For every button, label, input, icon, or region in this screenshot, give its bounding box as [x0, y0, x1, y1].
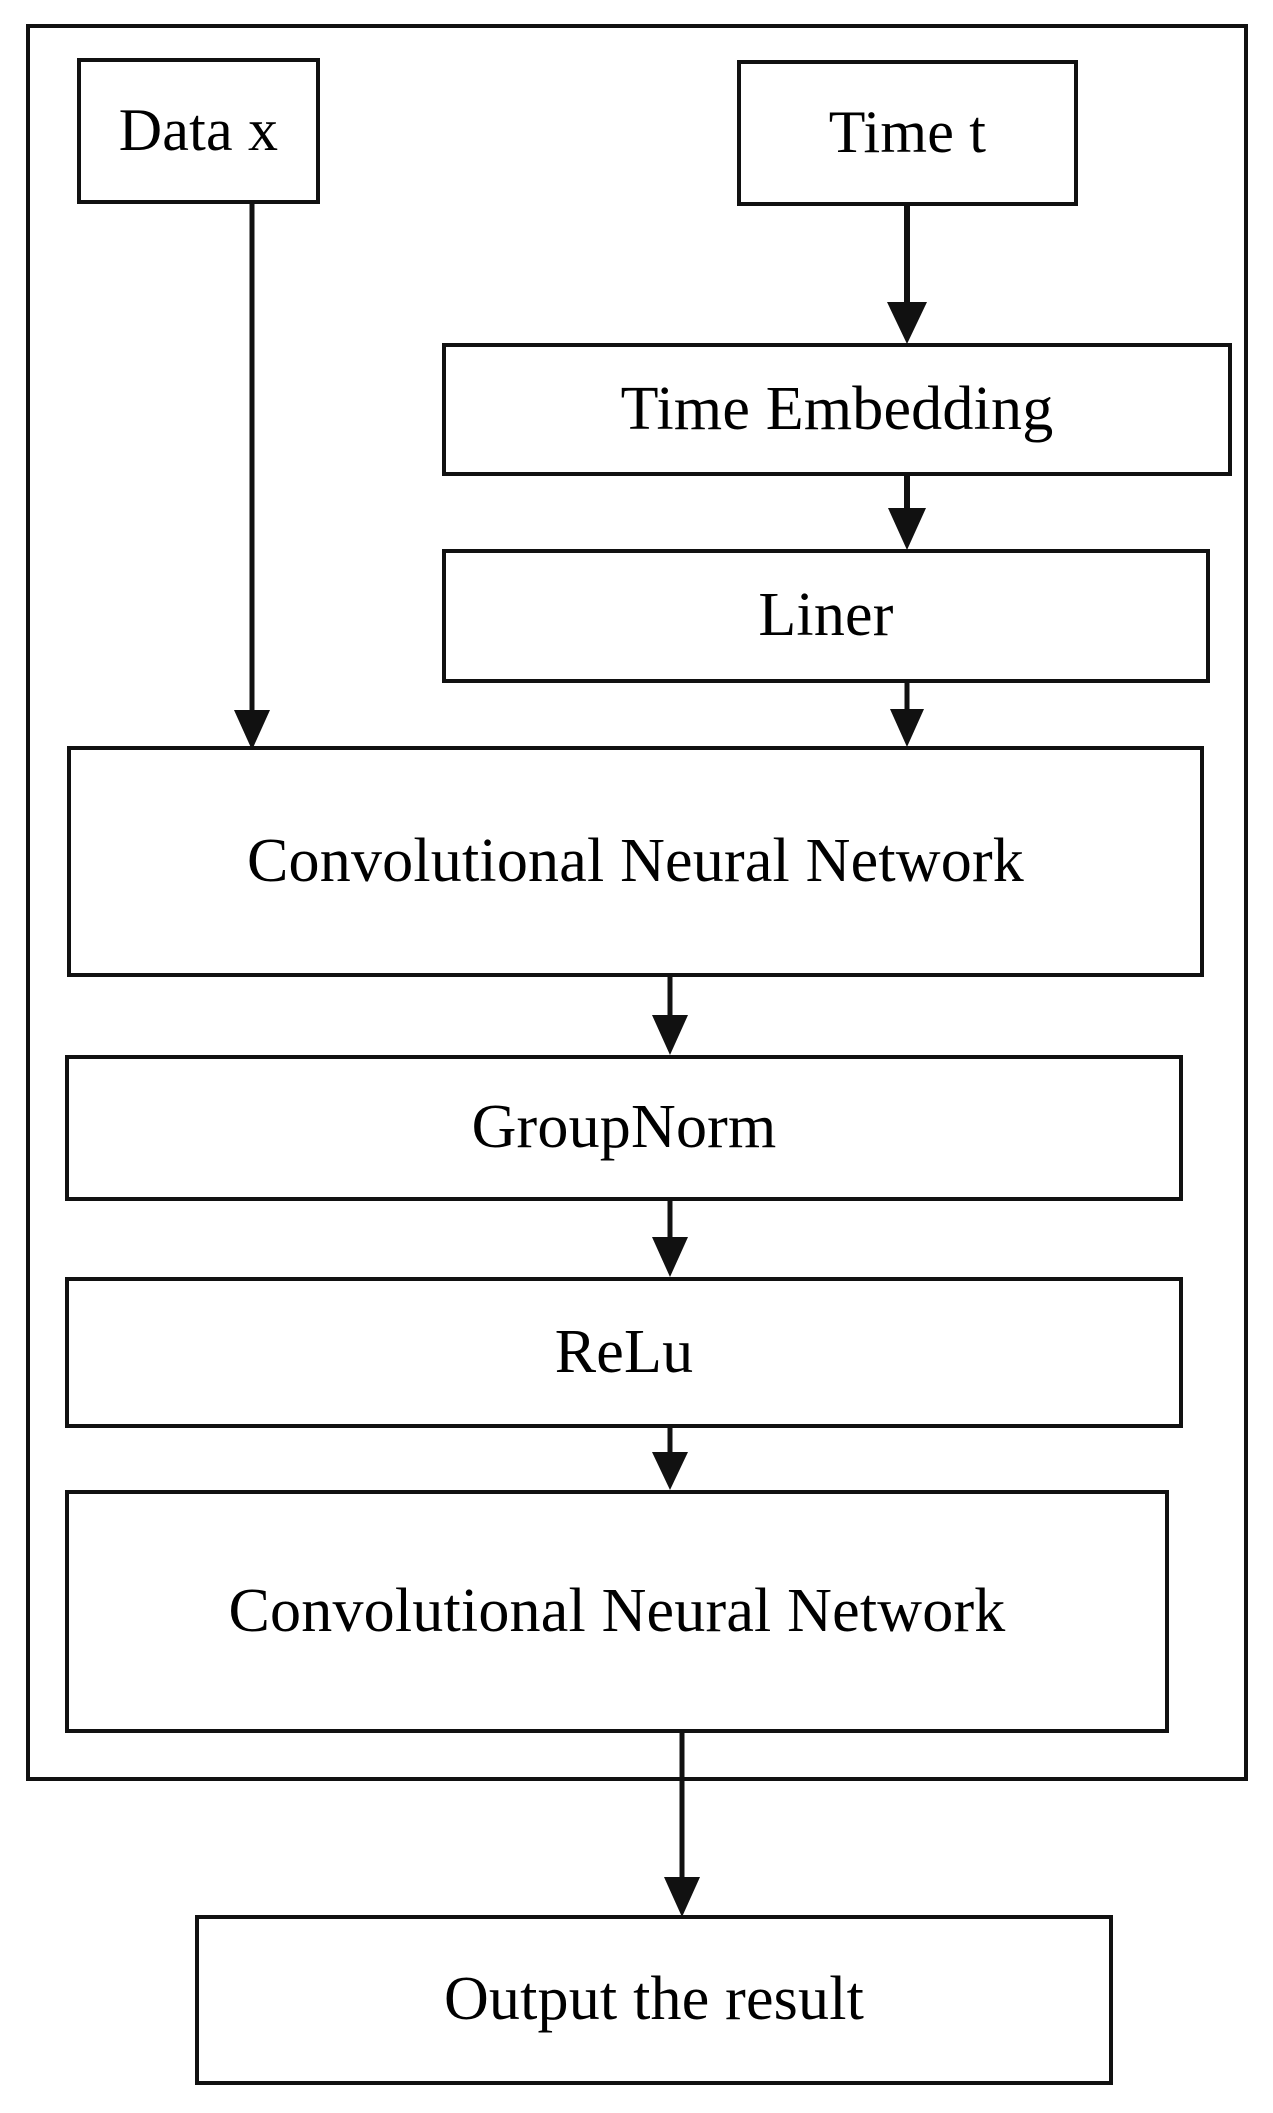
edge-liner-to-cnn-1: [885, 683, 929, 749]
node-time-embedding[interactable]: Time Embedding: [442, 343, 1232, 476]
node-cnn-2[interactable]: Convolutional Neural Network: [65, 1490, 1169, 1733]
edge-cnn-2-to-output: [660, 1733, 704, 1919]
node-time-t[interactable]: Time t: [737, 60, 1078, 206]
node-cnn-1[interactable]: Convolutional Neural Network: [67, 746, 1204, 977]
node-liner-label: Liner: [758, 581, 894, 650]
node-output-label: Output the result: [443, 1965, 865, 2034]
edge-time-embedding-to-liner: [885, 476, 929, 552]
node-data-x[interactable]: Data x: [77, 58, 320, 204]
node-relu-label: ReLu: [554, 1317, 694, 1386]
node-liner[interactable]: Liner: [442, 549, 1210, 683]
node-data-x-label: Data x: [118, 97, 279, 164]
edge-cnn-1-to-groupnorm: [648, 977, 692, 1057]
node-groupnorm-label: GroupNorm: [471, 1093, 777, 1162]
node-time-embedding-label: Time Embedding: [620, 374, 1054, 443]
edge-relu-to-cnn-2: [648, 1428, 692, 1492]
edge-groupnorm-to-relu: [648, 1201, 692, 1279]
node-cnn-1-label: Convolutional Neural Network: [247, 826, 1024, 895]
node-relu[interactable]: ReLu: [65, 1277, 1183, 1428]
node-cnn-2-label: Convolutional Neural Network: [228, 1576, 1006, 1645]
node-time-t-label: Time t: [828, 99, 987, 166]
edge-data-x-to-cnn-1: [230, 204, 274, 752]
node-output[interactable]: Output the result: [195, 1915, 1113, 2085]
edge-time-t-to-time-embedding: [885, 206, 929, 346]
node-groupnorm[interactable]: GroupNorm: [65, 1055, 1183, 1201]
residual-block-frame: [26, 24, 1248, 1781]
